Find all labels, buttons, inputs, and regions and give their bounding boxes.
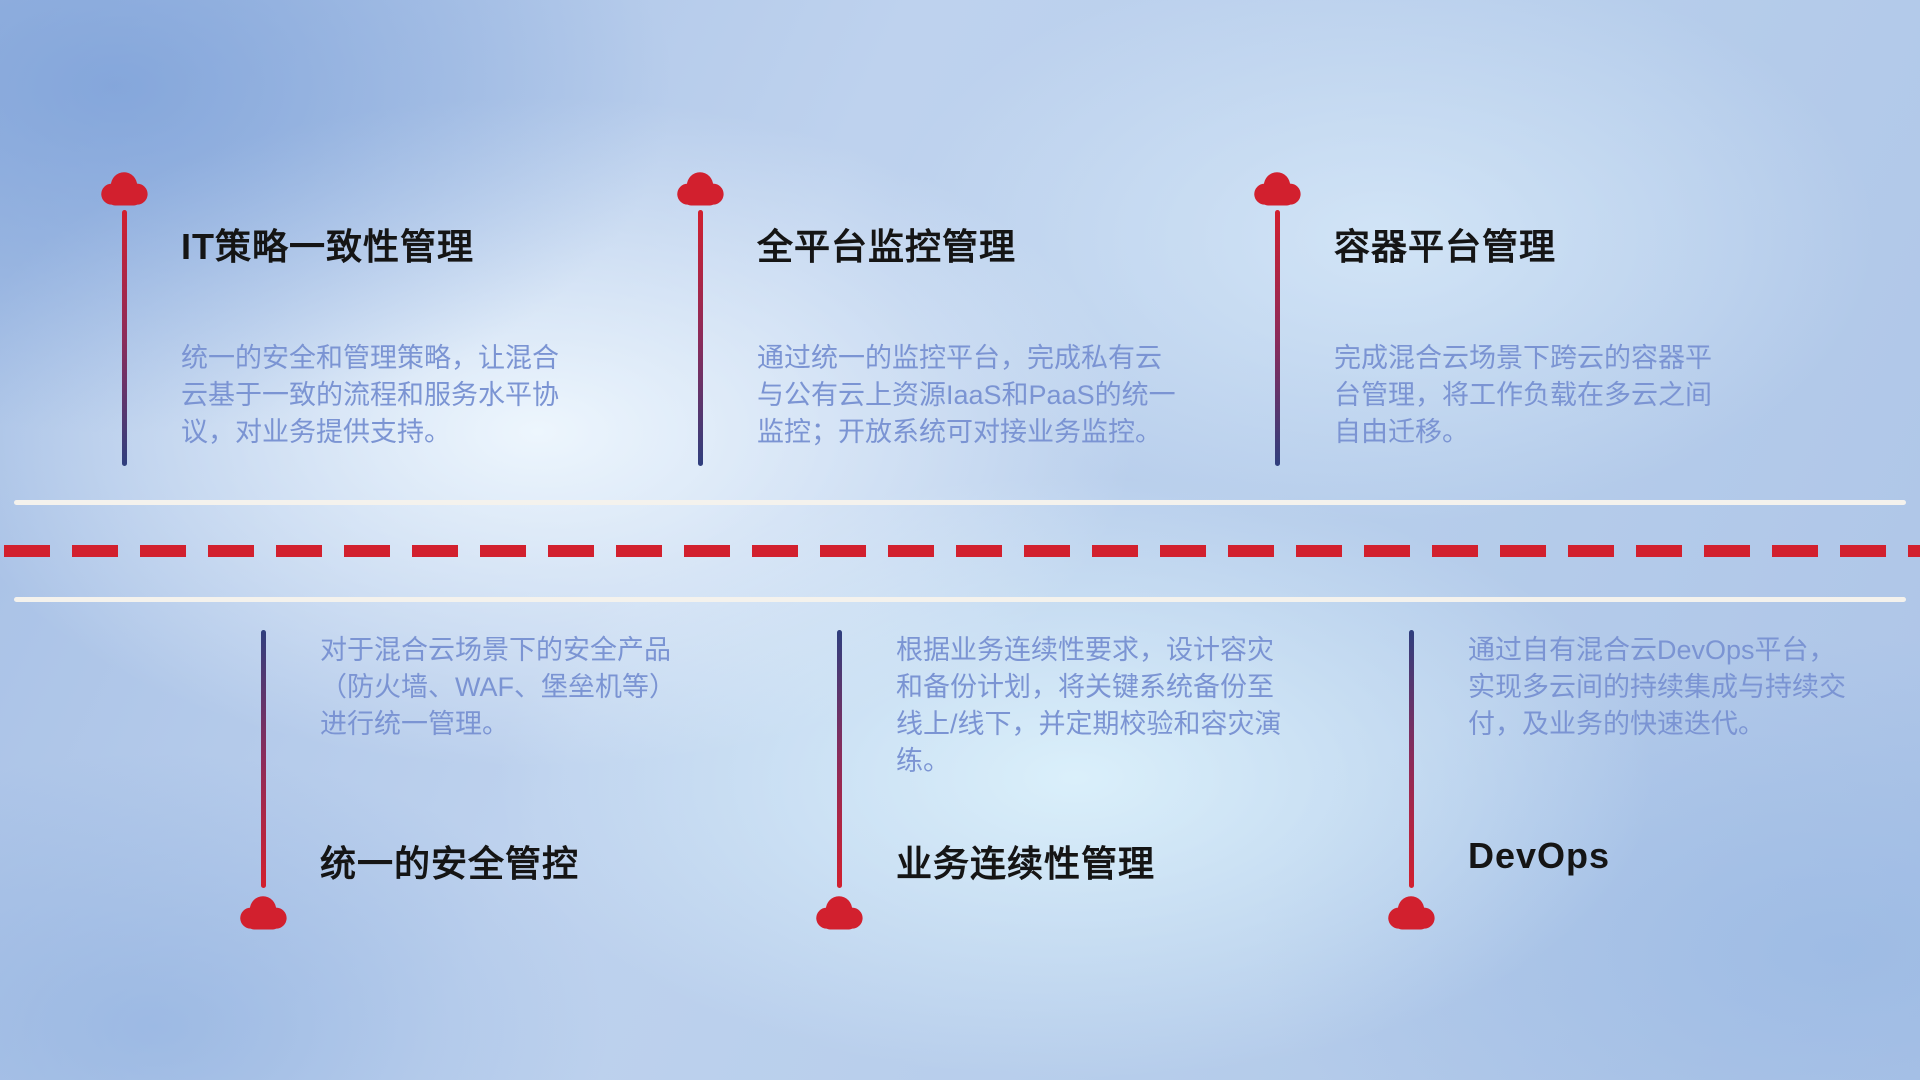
cloud-icon [96, 168, 152, 208]
timeline-item-devops: 通过自有混合云DevOps平台，实现多云间的持续集成与持续交付，及业务的快速迭代… [1383, 630, 1920, 970]
timeline-item-it-policy: IT策略一致性管理 统一的安全和管理策略，让混合云基于一致的流程和服务水平协议，… [96, 168, 636, 480]
timeline-item-security-control: 对于混合云场景下的安全产品（防火墙、WAF、堡垒机等）进行统一管理。 统一的安全… [235, 630, 775, 970]
item-title: DevOps [1468, 835, 1611, 876]
item-title: 统一的安全管控 [320, 843, 580, 884]
item-description: 完成混合云场景下跨云的容器平台管理，将工作负载在多云之间自由迁移。 [1334, 343, 1712, 447]
item-title: 容器平台管理 [1334, 226, 1557, 267]
timeline-item-business-continuity: 根据业务连续性要求，设计容灾和备份计划，将关键系统备份至线上/线下，并定期校验和… [811, 630, 1351, 970]
connector-line [1409, 630, 1414, 888]
item-description: 对于混合云场景下的安全产品（防火墙、WAF、堡垒机等）进行统一管理。 [320, 635, 676, 739]
connector-line [698, 210, 703, 466]
cloud-icon [811, 892, 867, 932]
connector-line [837, 630, 842, 888]
item-description: 通过统一的监控平台，完成私有云与公有云上资源IaaS和PaaS的统一监控；开放系… [757, 343, 1176, 447]
connector-line [261, 630, 266, 888]
cloud-icon [1249, 168, 1305, 208]
connector-line [122, 210, 127, 466]
item-description: 通过自有混合云DevOps平台，实现多云间的持续集成与持续交付，及业务的快速迭代… [1468, 635, 1846, 739]
item-description: 统一的安全和管理策略，让混合云基于一致的流程和服务水平协议，对业务提供支持。 [181, 343, 559, 447]
item-description: 根据业务连续性要求，设计容灾和备份计划，将关键系统备份至线上/线下，并定期校验和… [896, 635, 1282, 776]
item-title: 业务连续性管理 [896, 843, 1156, 884]
divider-solid-top [14, 500, 1906, 505]
timeline-item-monitoring: 全平台监控管理 通过统一的监控平台，完成私有云与公有云上资源IaaS和PaaS的… [672, 168, 1212, 480]
item-title: 全平台监控管理 [757, 226, 1017, 267]
item-title: IT策略一致性管理 [181, 226, 474, 267]
cloud-icon [672, 168, 728, 208]
divider-dashed-line [4, 545, 1920, 557]
timeline-item-container-platform: 容器平台管理 完成混合云场景下跨云的容器平台管理，将工作负载在多云之间自由迁移。 [1249, 168, 1789, 480]
cloud-icon [1383, 892, 1439, 932]
connector-line [1275, 210, 1280, 466]
cloud-icon [235, 892, 291, 932]
divider-solid-bottom [14, 597, 1906, 602]
